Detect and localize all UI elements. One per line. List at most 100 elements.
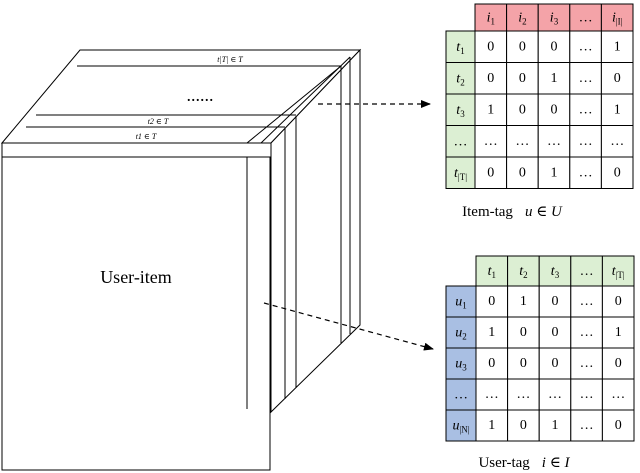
user-tag-cell-value: … <box>580 325 594 340</box>
user-tag-col-header-label: t|T| <box>612 264 625 281</box>
item-tag-row-header-label-sub: 2 <box>460 77 465 87</box>
item-tag-cell <box>506 62 539 95</box>
user-tag-cell-value: 1 <box>552 418 559 433</box>
user-tag-cell <box>601 378 635 411</box>
user-tag-col-header-label: t1 <box>488 264 496 281</box>
user-tag-row-header-label-sub: 1 <box>462 301 467 311</box>
user-tag-cell <box>570 285 603 318</box>
user-tag-col-header-cell <box>570 255 603 287</box>
item-tag-cell-value: … <box>579 102 593 117</box>
user-tag-cell-value: 0 <box>615 294 622 309</box>
user-tag-cell-value: 1 <box>520 294 527 309</box>
item-tag-cell-value: … <box>579 71 593 86</box>
item-tag-cell <box>537 62 571 95</box>
user-tag-cell-value: … <box>485 387 499 402</box>
user-tag-cell-value: 1 <box>615 325 622 340</box>
user-tag-row-header-label-base: … <box>454 387 468 402</box>
item-tag-row-header-cell <box>445 156 476 189</box>
item-tag-cell-value: 0 <box>519 39 526 54</box>
item-tag-cell <box>600 93 634 126</box>
user-tag-cell <box>570 316 603 349</box>
user-tag-col-header-label: t2 <box>519 264 527 281</box>
user-tag-row-header-label-base: u <box>455 294 462 309</box>
user-item-cube <box>0 48 362 471</box>
user-tag-row-header-label-sub: 2 <box>462 332 467 342</box>
user-tag-row-header-label-base: u <box>452 418 459 433</box>
user-tag-cell <box>507 378 540 411</box>
item-tag-col-header-label: … <box>579 10 593 25</box>
slice-label-t-last: t|T| ∈ T <box>217 55 243 64</box>
user-tag-cell-value: … <box>580 294 594 309</box>
item-tag-cell-value: … <box>484 134 498 149</box>
user-tag-cell <box>538 316 572 349</box>
item-tag-cell <box>474 93 508 126</box>
item-tag-cell-value: 0 <box>487 165 494 180</box>
item-tag-cell <box>569 30 602 63</box>
item-tag-row-header-label: … <box>454 134 468 149</box>
user-tag-cell-value: 0 <box>488 356 495 371</box>
user-tag-cell <box>570 347 603 380</box>
item-tag-col-header-cell <box>600 3 634 32</box>
user-tag-row-header-label-sub: 3 <box>462 363 467 373</box>
user-tag-caption-main: User-tag <box>478 455 530 471</box>
arrow-to-user-tag <box>263 302 434 351</box>
user-tag-cell-value: 0 <box>552 294 559 309</box>
item-tag-col-header-label: i2 <box>518 10 526 27</box>
item-tag-col-header-cell <box>537 3 571 32</box>
user-tag-cell <box>475 347 509 380</box>
user-tag-cell <box>601 409 635 442</box>
user-tag-col-header-label-sub: 2 <box>523 270 528 280</box>
cube-ellipsis: ...... <box>187 85 214 105</box>
item-tag-col-header-label-sub: 2 <box>522 17 527 27</box>
user-tag-cell <box>507 316 540 349</box>
item-tag-col-header-cell <box>506 3 539 32</box>
item-tag-cell-value: 0 <box>551 102 558 117</box>
item-tag-col-header-label-base: i <box>487 10 491 25</box>
item-tag-cell-value: … <box>579 39 593 54</box>
user-tag-col-header-label: … <box>580 264 594 279</box>
item-tag-caption-set: u ∈ U <box>525 204 563 220</box>
item-tag-cell-value: 0 <box>519 102 526 117</box>
item-tag-cell <box>506 156 539 189</box>
item-tag-cell-value: … <box>547 134 561 149</box>
user-tag-col-header-label-base: t <box>488 264 493 279</box>
user-tag-col-header-label-base: t <box>519 264 524 279</box>
item-tag-row-header-label-sub: 3 <box>460 109 465 119</box>
user-tag-col-header-label-sub: 3 <box>555 270 560 280</box>
item-tag-row-header-label-base: t <box>456 71 461 86</box>
user-tag-cell <box>538 378 572 411</box>
item-tag-col-header-label: i1 <box>487 10 495 27</box>
user-tag-col-header-cell <box>601 255 635 287</box>
user-tag-cell <box>507 347 540 380</box>
user-tag-row-header-cell <box>445 409 477 442</box>
user-tag-col-header-cell <box>538 255 572 287</box>
user-tag-col-header-label-base: … <box>580 264 594 279</box>
user-tag-cell-value: … <box>580 387 594 402</box>
user-tag-row-header-label: u|N| <box>452 418 469 435</box>
item-tag-row-header-label-base: … <box>454 134 468 149</box>
item-tag-cell <box>474 30 508 63</box>
item-tag-cell-value: … <box>579 165 593 180</box>
user-tag-cell-value: 0 <box>520 356 527 371</box>
item-tag-row-header-cell <box>445 93 476 126</box>
item-tag-cell <box>600 156 634 189</box>
user-tag-cell-value: … <box>580 418 594 433</box>
item-tag-cell <box>569 156 602 189</box>
user-tag-cell-value: … <box>516 387 530 402</box>
user-tag-cell-value: 0 <box>552 356 559 371</box>
item-tag-row-header-label: t|T| <box>454 165 467 182</box>
user-tag-cell <box>475 316 509 349</box>
user-tag-row-header-cell <box>445 378 477 411</box>
user-tag-cell <box>538 285 572 318</box>
item-tag-row-header-cell <box>445 125 476 158</box>
item-tag-cell-value: 0 <box>487 39 494 54</box>
item-tag-cell-value: 0 <box>519 165 526 180</box>
user-tag-cell-value: 0 <box>488 294 495 309</box>
item-tag-cell-value: 0 <box>614 71 621 86</box>
item-tag-row-header-label-sub: |T| <box>458 172 467 182</box>
item-tag-cell-value: 1 <box>487 102 494 117</box>
top-diagonal-2 <box>260 56 351 144</box>
